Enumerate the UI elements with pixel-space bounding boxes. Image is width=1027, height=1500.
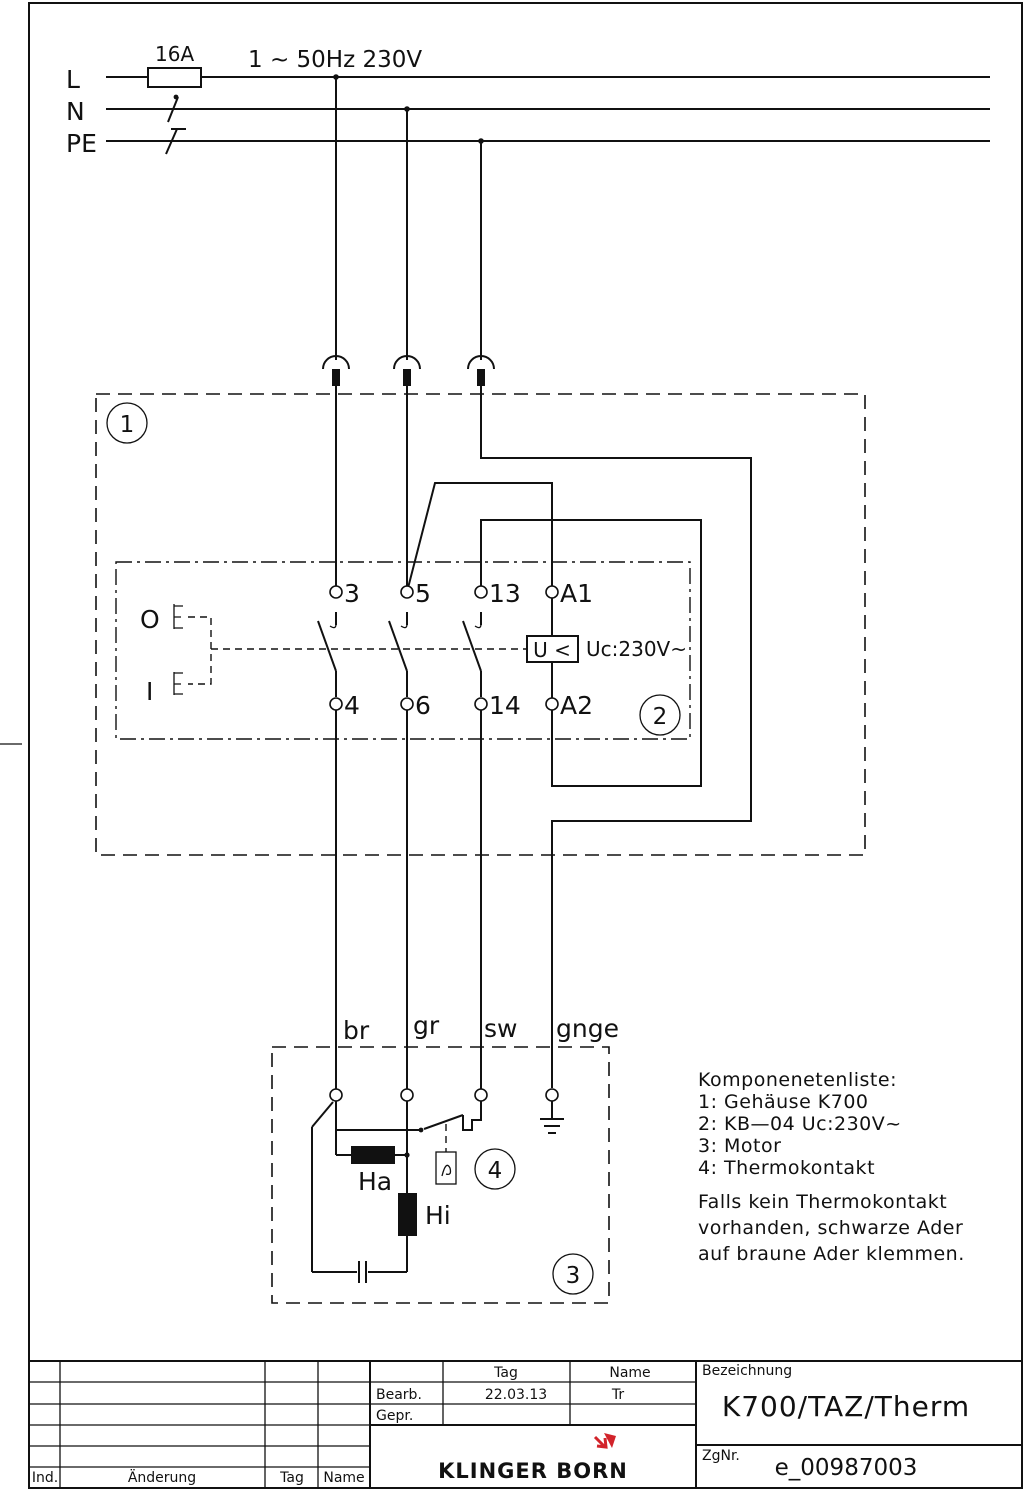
winding-hi [398,1193,417,1236]
terminal-5 [400,585,414,599]
label-6: 6 [415,691,431,720]
pe-slash [165,128,178,155]
line-label-L: L [66,65,80,94]
earth-icon [540,1101,564,1134]
motor-terminal-br [329,1088,343,1102]
drawing-no: e_00987003 [775,1455,918,1481]
actuator-link [188,616,212,685]
label-4: 4 [344,691,360,720]
on-symbol: I [146,677,153,706]
label-3: 3 [344,579,360,608]
note-line-1: Falls kein Thermokontakt [698,1191,947,1213]
component-list-heading: Komponenetenliste: [698,1069,897,1091]
note-line-2: vorhanden, schwarze Ader [698,1217,963,1239]
component-item-4: 4: Thermokontakt [698,1157,875,1179]
contact-hooks [329,623,482,629]
terminal-A2 [545,697,559,711]
col-index: Ind. [32,1470,58,1486]
winding-ha [351,1146,395,1164]
motor-box [271,1046,610,1304]
housing-number: 1 [120,412,135,438]
motor-number: 3 [566,1263,581,1289]
designation: K700/TAZ/Therm [722,1390,970,1423]
label-13: 13 [489,579,521,608]
wire-A2-13 [480,519,702,787]
motor-terminal-gr [400,1088,414,1102]
label-A2: A2 [560,691,593,720]
connector-N [393,355,421,386]
motor-terminal-gnge [545,1088,559,1102]
ha-junction [404,1152,410,1158]
label-ha: Ha [358,1167,392,1196]
label-14: 14 [489,691,521,720]
terminal-6 [400,697,414,711]
designation-label: Bezeichnung [702,1363,792,1379]
head-day: Tag [493,1365,518,1381]
note-line-3: auf braune Ader klemmen. [698,1243,965,1265]
thermo-sensor-icon [441,1164,452,1177]
connector-PE [467,355,495,386]
on-actuator-icon [173,672,183,695]
contact-13-14 [462,612,482,697]
wire-to-A1 [407,482,553,589]
br-diagonal [311,1101,334,1128]
title-block [29,1360,1022,1488]
contact-3-4 [317,612,337,697]
drawing-frame [28,2,1023,1489]
terminal-14 [474,697,488,711]
line-label-PE: PE [66,129,97,158]
housing-callout [106,402,148,444]
switch-number: 2 [653,704,668,730]
fuse-rating: 16A [155,42,194,66]
n-dot [173,94,179,100]
fuse [147,67,202,88]
thermo-lead-right [462,1101,482,1131]
terminal-13 [474,585,488,599]
thermo-number: 4 [488,1158,503,1184]
terminal-4 [329,697,343,711]
edited-date: 22.03.13 [485,1387,547,1403]
label-hi: Hi [425,1201,451,1230]
label-5: 5 [415,579,431,608]
thermo-blade [423,1114,464,1130]
head-name: Name [609,1365,650,1381]
coil-rating: Uc:230V~ [586,637,687,661]
supply-spec: 1 ~ 50Hz 230V [248,47,422,73]
motor-callout [552,1253,594,1295]
col-day: Tag [279,1470,304,1486]
thermo-sensor [435,1151,457,1185]
wire-label-gnge: gnge [556,1014,619,1043]
terminal-3 [329,585,343,599]
line-label-N: N [66,97,85,126]
component-item-1: 1: Gehäuse K700 [698,1091,869,1113]
switch-callout [639,694,681,736]
col-name: Name [323,1470,364,1486]
connector-L [322,355,350,386]
company-name: KLINGER BORN [438,1459,628,1483]
row-checked: Gepr. [376,1408,413,1424]
company-logo-icon [593,1433,616,1449]
wire-PE [480,386,752,1088]
terminal-A1 [545,585,559,599]
motor-terminal-sw [474,1088,488,1102]
wire-label-br: br [343,1016,370,1045]
wire-label-gr: gr [413,1011,440,1040]
thermo-pivot [418,1127,424,1133]
col-change: Änderung [128,1468,196,1486]
label-A1: A1 [560,579,593,608]
thermo-callout [474,1148,516,1190]
drawing-no-label: ZgNr. [702,1448,740,1464]
switch-box [115,561,691,740]
component-item-3: 3: Motor [698,1135,781,1157]
row-edited: Bearb. [376,1387,422,1403]
contact-5-6 [388,612,408,697]
component-item-2: 2: KB—04 Uc:230V~ [698,1113,902,1135]
off-symbol: O [140,605,160,634]
edited-by: Tr [611,1387,624,1403]
n-slash [167,96,179,123]
off-actuator-icon [173,604,183,629]
coil-symbol: U < [533,638,571,662]
wire-label-sw: sw [484,1014,517,1043]
